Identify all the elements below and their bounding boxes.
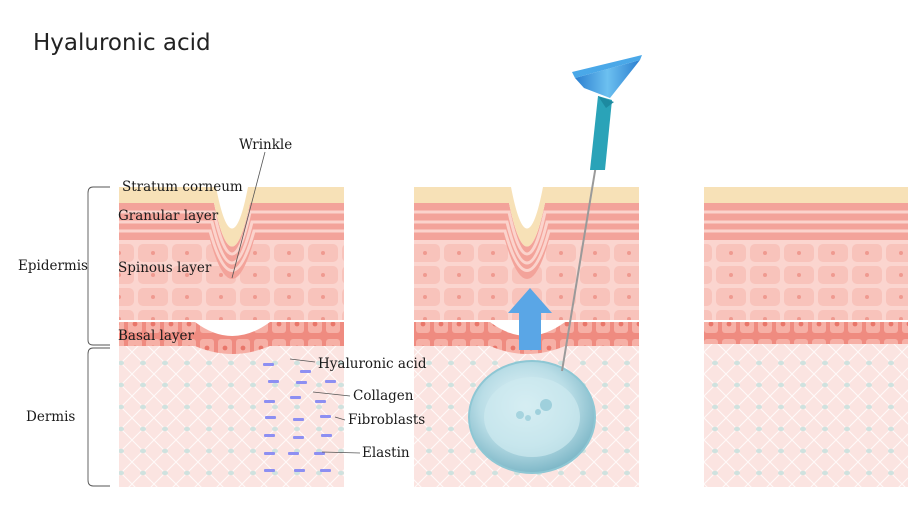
label-epidermis: Epidermis	[18, 258, 88, 274]
needle	[561, 164, 597, 372]
up-arrow-icon	[508, 288, 552, 350]
label-stratum-corneum: Stratum corneum	[122, 179, 243, 195]
label-elastin: Elastin	[362, 445, 410, 461]
label-granular-layer: Granular layer	[118, 208, 219, 224]
label-wrinkle: Wrinkle	[239, 137, 293, 153]
label-collagen: Collagen	[353, 388, 414, 404]
basal-region	[119, 322, 344, 354]
panel-smooth-skin	[704, 187, 908, 487]
needle-hub	[590, 96, 612, 170]
label-spinous-layer: Spinous layer	[118, 260, 212, 276]
needle-cap	[575, 60, 640, 98]
panel-wrinkled-skin	[119, 151, 361, 487]
dermis-bracket	[87, 347, 110, 487]
label-hyaluronic-acid: Hyaluronic acid	[318, 356, 427, 372]
label-basal-layer: Basal layer	[118, 328, 194, 344]
dermis-region	[119, 344, 344, 487]
leader-elastin	[321, 451, 361, 454]
leader-collagen	[312, 391, 351, 397]
label-fibroblasts: Fibroblasts	[348, 412, 426, 428]
leader-hyaluronic	[289, 358, 316, 363]
page-title: Hyaluronic acid	[33, 30, 211, 56]
leader-wrinkle	[231, 151, 266, 279]
panel-injection	[414, 55, 642, 487]
spinous-region	[119, 238, 344, 320]
hyaluronic-dashes	[263, 363, 336, 472]
stratum-corneum-region	[119, 187, 344, 247]
leader-fibroblasts	[334, 416, 346, 421]
epidermis-bracket	[87, 186, 110, 346]
label-dermis: Dermis	[26, 409, 76, 425]
